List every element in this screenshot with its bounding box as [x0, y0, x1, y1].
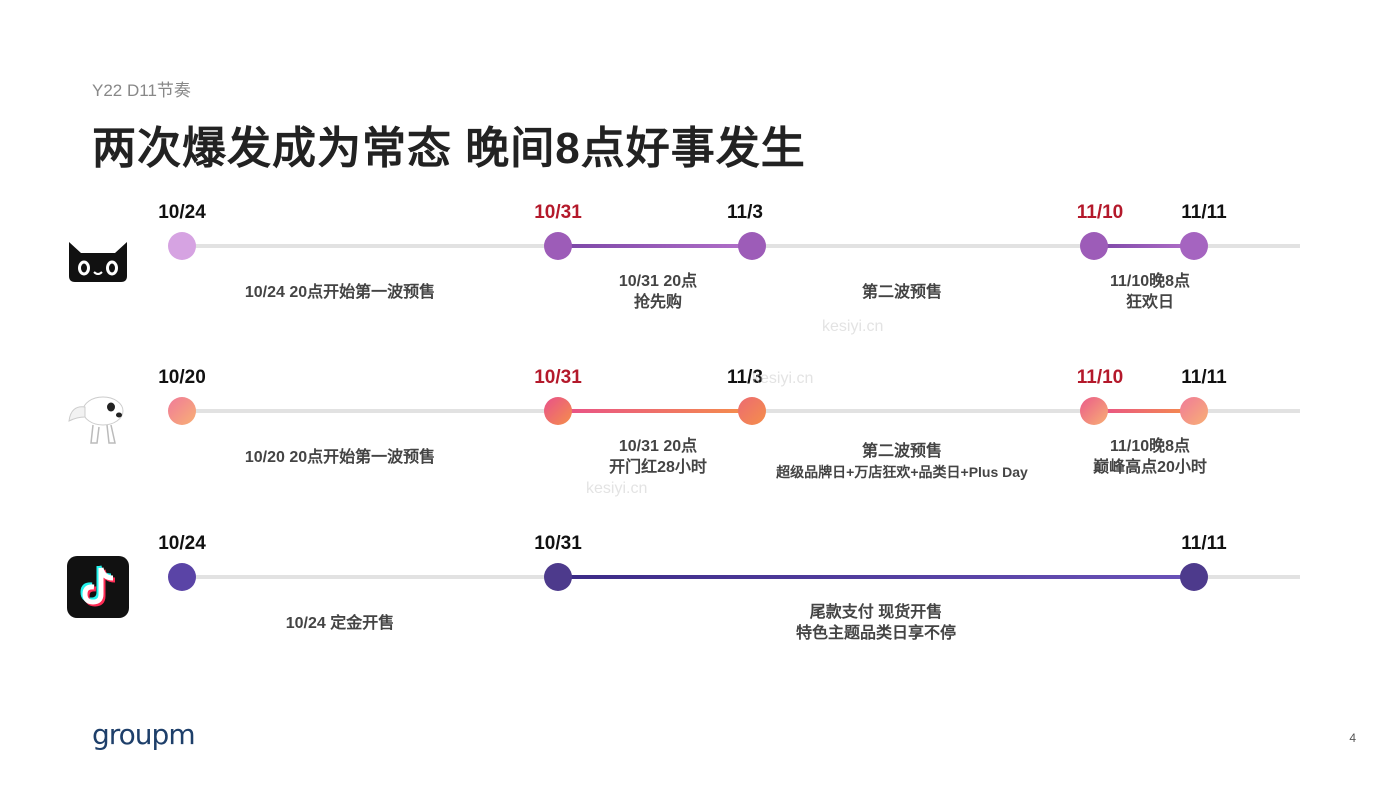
- phase-label: 尾款支付 现货开售 特色主题品类日享不停: [796, 602, 956, 644]
- date-label: 10/24: [158, 202, 206, 223]
- douyin-note-icon: [67, 556, 129, 618]
- watermark: kesiyi.cn: [752, 370, 814, 387]
- date-label: 10/31: [534, 533, 582, 554]
- timeline-highlight: [558, 409, 752, 413]
- timeline-node: [544, 232, 572, 260]
- phase-label-line: 狂欢日: [1125, 294, 1174, 311]
- date-label: 10/20: [158, 367, 206, 388]
- phase-label-line: 第二波预售: [861, 443, 943, 460]
- timeline-row-tmall: 10/24 10/31 11/3 11/10 11/11 10/24 20点开始…: [0, 200, 1400, 360]
- phase-label: 10/24 20点开始第一波预售: [244, 284, 436, 301]
- date-label: 11/11: [1181, 202, 1227, 223]
- timeline-node: [1180, 232, 1208, 260]
- timeline-node: [738, 397, 766, 425]
- phase-label: 11/10晚8点 狂欢日: [1110, 271, 1190, 313]
- phase-label: 第二波预售: [861, 284, 943, 301]
- date-label: 11/10: [1076, 202, 1124, 223]
- phase-label-line: 巅峰高点20小时: [1093, 459, 1207, 476]
- timeline-node: [1180, 563, 1208, 591]
- timeline-node: [1180, 397, 1208, 425]
- timeline-node: [168, 397, 196, 425]
- phase-label: 第二波预售 超级品牌日+万店狂欢+品类日+Plus Day: [776, 441, 1028, 483]
- timeline-node: [544, 563, 572, 591]
- jd-dog-icon: [67, 387, 129, 449]
- date-label: 11/3: [727, 202, 763, 223]
- timeline-highlight: [558, 575, 1194, 579]
- phase-label: 11/10晚8点 巅峰高点20小时: [1093, 436, 1207, 478]
- phase-label-line: 超级品牌日+万店狂欢+品类日+Plus Day: [776, 464, 1028, 480]
- timeline-node: [544, 397, 572, 425]
- date-label: 10/31: [534, 202, 582, 223]
- timeline-node: [168, 232, 196, 260]
- tmall-cat-icon: [67, 226, 129, 288]
- phase-label-line: 尾款支付 现货开售: [809, 604, 943, 621]
- date-label: 11/3: [727, 367, 763, 388]
- timeline-highlight: [558, 244, 752, 248]
- timeline-row-douyin: 10/24 10/31 11/11 10/24 定金开售 尾款支付 现货开售 特…: [0, 531, 1400, 691]
- phase-label-line: 抢先购: [633, 294, 683, 311]
- timeline-node: [168, 563, 196, 591]
- groupm-logo: groupm: [92, 718, 196, 751]
- phase-label-line: 10/31 20点: [618, 273, 698, 290]
- phase-label: 10/31 20点 开门红28小时: [609, 436, 707, 478]
- date-label: 11/11: [1181, 367, 1227, 388]
- date-label: 11/11: [1181, 533, 1227, 554]
- phase-label: 10/20 20点开始第一波预售: [244, 449, 436, 466]
- date-label: 10/31: [534, 367, 582, 388]
- watermark: kesiyi.cn: [822, 318, 884, 335]
- phase-label: 10/31 20点 抢先购: [619, 271, 697, 313]
- timeline-highlight: [1094, 409, 1194, 413]
- phase-label-line: 特色主题品类日享不停: [795, 625, 957, 642]
- watermark: kesiyi.cn: [586, 480, 648, 497]
- phase-label: 10/24 定金开售: [285, 615, 395, 632]
- phase-label-line: 10/31 20点: [618, 438, 698, 455]
- date-label: 10/24: [158, 533, 206, 554]
- page-title: 两次爆发成为常态 晚间8点好事发生: [92, 124, 806, 173]
- timeline-node: [1080, 397, 1108, 425]
- phase-label-line: 开门红28小时: [609, 459, 707, 476]
- phase-label-line: 11/10晚8点: [1109, 438, 1191, 455]
- subtitle: Y22 D11节奏: [92, 81, 191, 100]
- timeline-node: [1080, 232, 1108, 260]
- timeline-row-jd: 10/20 10/31 11/3 11/10 11/11 10/20 20点开始…: [0, 365, 1400, 525]
- page-number: 4: [1349, 731, 1356, 745]
- timeline-node: [738, 232, 766, 260]
- date-label: 11/10: [1076, 367, 1124, 388]
- phase-label-line: 11/10晚8点: [1109, 273, 1191, 290]
- timeline-highlight: [1094, 244, 1194, 248]
